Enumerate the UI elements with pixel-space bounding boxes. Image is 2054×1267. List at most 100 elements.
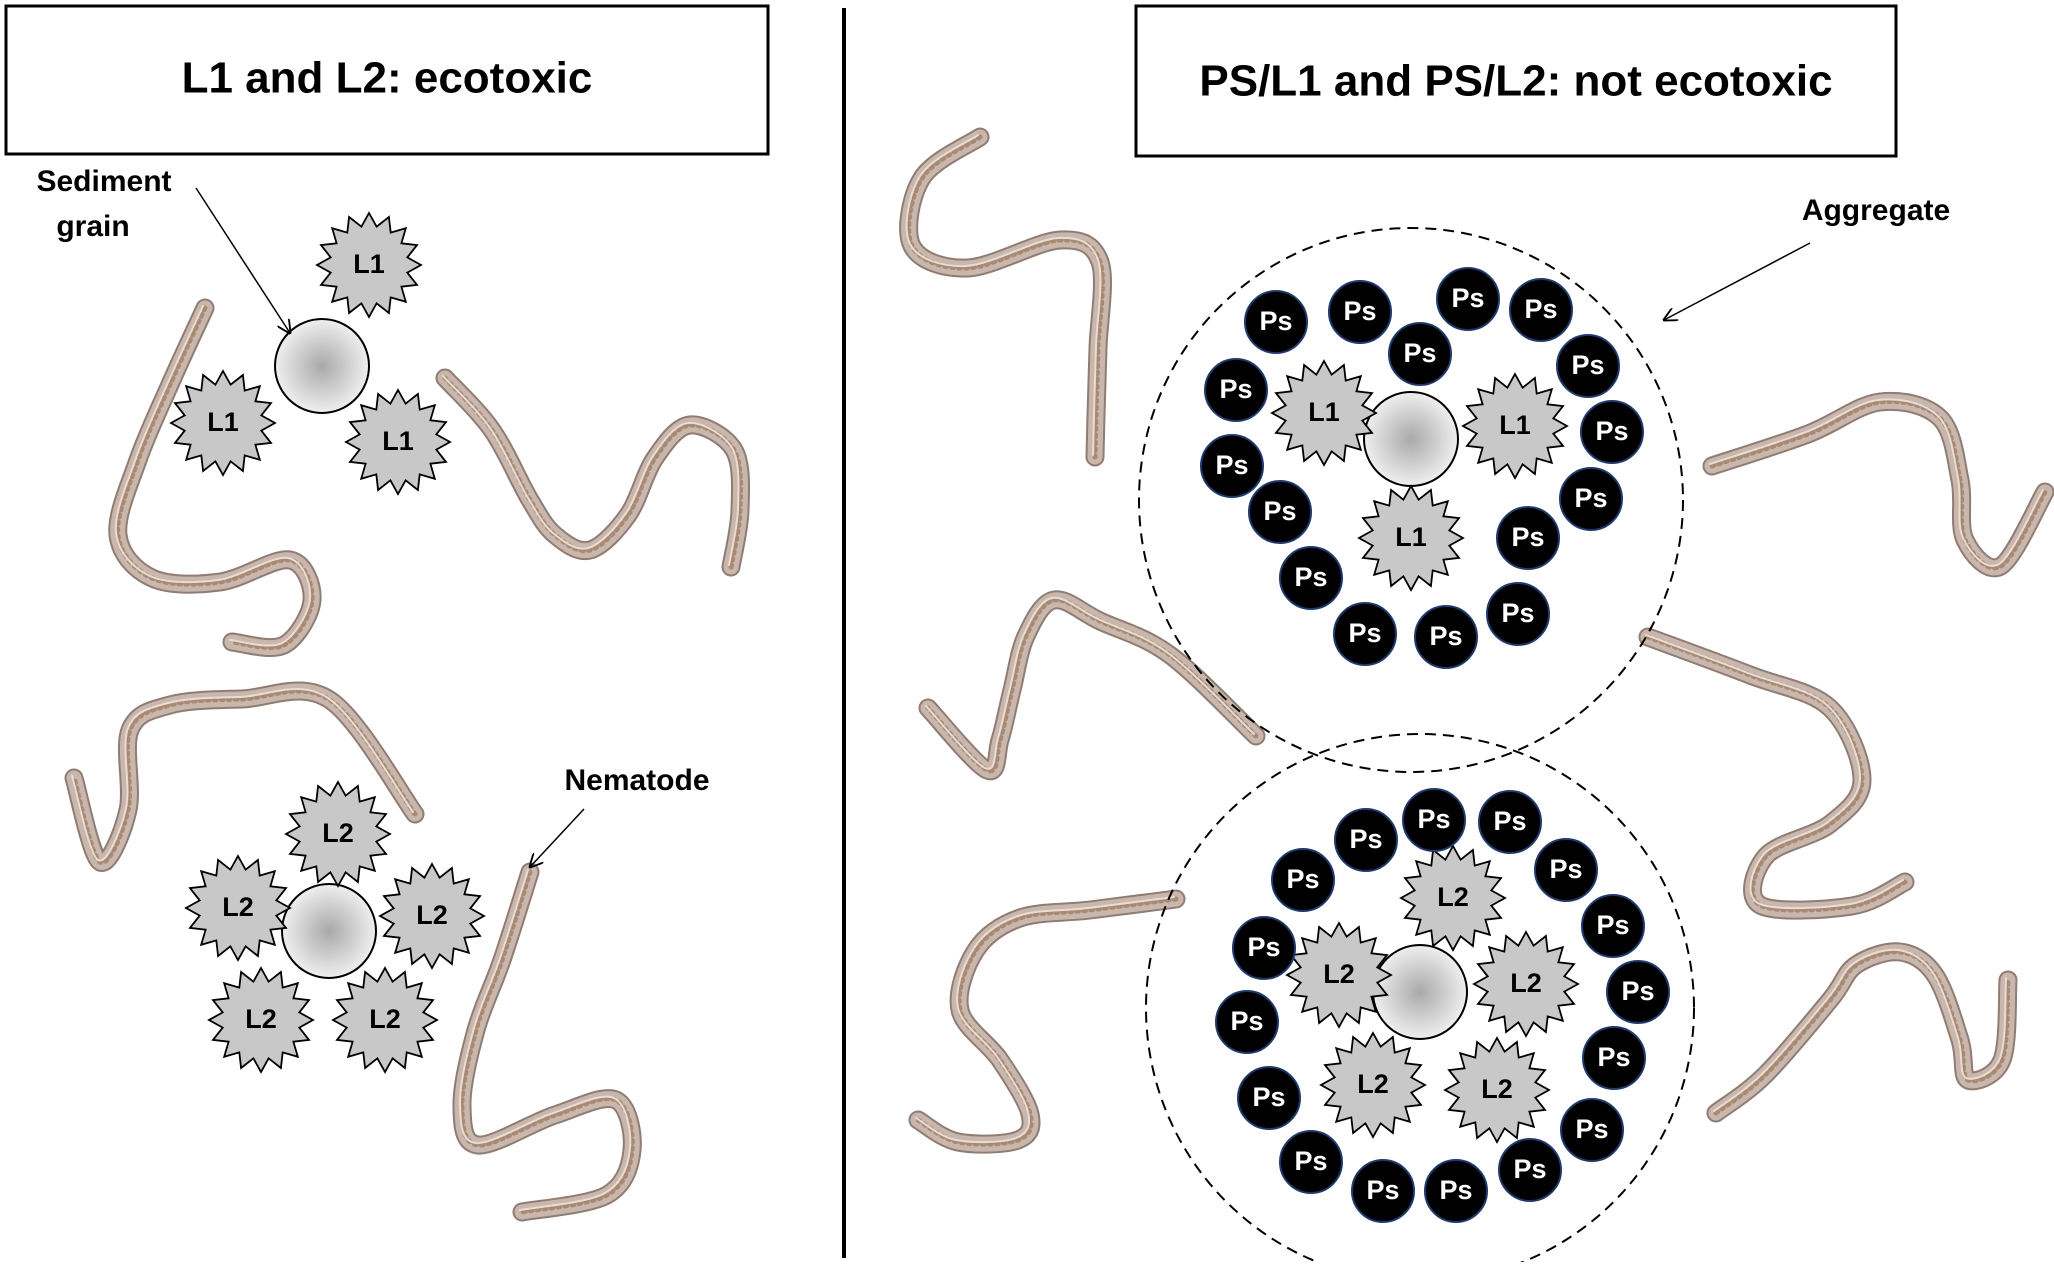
- ps-particle-icon: Ps: [1204, 358, 1268, 422]
- ligand-star-icon: L1: [1270, 359, 1378, 467]
- ligand-label: L2: [416, 900, 448, 930]
- ps-label: Ps: [1259, 306, 1292, 336]
- ps-particle-icon: Ps: [1436, 267, 1500, 331]
- ps-label: Ps: [1230, 1006, 1263, 1036]
- right-panel-title: PS/L1 and PS/L2: not ecotoxic: [1199, 57, 1832, 106]
- ps-label: Ps: [1596, 910, 1629, 940]
- ligand-star-icon: L1: [1357, 484, 1465, 592]
- ps-particle-icon: Ps: [1402, 788, 1466, 852]
- ps-particle-icon: Ps: [1237, 1066, 1301, 1130]
- ligand-star-icon: L1: [344, 388, 452, 496]
- ps-label: Ps: [1574, 483, 1607, 513]
- ps-label: Ps: [1571, 350, 1604, 380]
- left-title-box: [4, 4, 770, 156]
- ligand-label: L2: [1323, 959, 1355, 989]
- ps-particle-icon: Ps: [1424, 1159, 1488, 1223]
- ps-label: Ps: [1252, 1082, 1285, 1112]
- ps-label: Ps: [1439, 1175, 1472, 1205]
- ps-label: Ps: [1366, 1175, 1399, 1205]
- nematode-icon: [108, 298, 322, 658]
- ps-label: Ps: [1403, 338, 1436, 368]
- ps-label: Ps: [1513, 1154, 1546, 1184]
- ligand-label: L2: [1357, 1069, 1389, 1099]
- ps-particle-icon: Ps: [1334, 808, 1398, 872]
- ps-label: Ps: [1597, 1042, 1630, 1072]
- ps-particle-icon: Ps: [1388, 322, 1452, 386]
- ligand-star-icon: L2: [1399, 844, 1507, 952]
- aggregate-arrow: [1664, 242, 1811, 320]
- nematode-icon: [64, 681, 425, 872]
- ps-particle-icon: Ps: [1496, 506, 1560, 570]
- ps-particle-icon: Ps: [1509, 278, 1573, 342]
- ps-label: Ps: [1524, 294, 1557, 324]
- ps-label: Ps: [1348, 618, 1381, 648]
- aggregate-l1-boundary: [1138, 227, 1684, 773]
- ps-label: Ps: [1501, 598, 1534, 628]
- ps-label: Ps: [1417, 804, 1450, 834]
- ligand-label: L1: [382, 426, 414, 456]
- sediment-grain-icon: [1372, 944, 1468, 1040]
- ps-particle-icon: Ps: [1271, 848, 1335, 912]
- sediment-grain-icon: [281, 883, 377, 979]
- ps-label: Ps: [1219, 374, 1252, 404]
- nematodes-layer: [64, 127, 2054, 1222]
- ps-particle-icon: Ps: [1215, 990, 1279, 1054]
- ps-label: Ps: [1621, 976, 1654, 1006]
- ps-particle-icon: Ps: [1279, 546, 1343, 610]
- sediment-grain-icon: [274, 318, 370, 414]
- ligand-label: L2: [1437, 882, 1469, 912]
- nematode-icon: [1638, 627, 1915, 920]
- ligand-star-icon: L2: [1472, 930, 1580, 1038]
- ligand-label: L1: [353, 249, 385, 279]
- nematode-icon: [452, 862, 642, 1222]
- ps-particle-icon: Ps: [1560, 1098, 1624, 1162]
- ps-particle-icon: Ps: [1478, 790, 1542, 854]
- ligand-star-icon: L2: [207, 966, 315, 1074]
- nematode-label: Nematode: [564, 764, 709, 797]
- nematode-icon: [435, 368, 751, 577]
- ps-particle-icon: Ps: [1351, 1159, 1415, 1223]
- ligand-label: L1: [1499, 410, 1531, 440]
- ligand-star-icon: L1: [1461, 372, 1569, 480]
- ps-label: Ps: [1263, 496, 1296, 526]
- ligand-label: L2: [369, 1004, 401, 1034]
- ps-particle-icon: Ps: [1200, 434, 1264, 498]
- ligand-star-icon: L2: [331, 966, 439, 1074]
- sediment-grain-label-line1: Sediment: [36, 165, 171, 198]
- aggregate-l2-boundary: [1145, 733, 1695, 1267]
- nematode-icon: [1706, 942, 2018, 1123]
- ps-particle-icon: Ps: [1534, 838, 1598, 902]
- ps-particle-icon: Ps: [1582, 1026, 1646, 1090]
- ligand-label: L2: [1481, 1074, 1513, 1104]
- ps-particle-icon: Ps: [1333, 602, 1397, 666]
- ps-label: Ps: [1349, 824, 1382, 854]
- nematode-icon: [918, 590, 1266, 781]
- ligand-star-icon: L2: [284, 780, 392, 888]
- ps-particle-icon: Ps: [1581, 894, 1645, 958]
- ligand-star-icon: L2: [378, 862, 486, 970]
- sediment-grain-arrow: [195, 187, 290, 333]
- nematode-icon: [908, 889, 1186, 1154]
- ligand-label: L2: [322, 818, 354, 848]
- ligand-star-icon: L1: [169, 369, 277, 477]
- nematode-arrow: [530, 808, 585, 867]
- ps-label: Ps: [1247, 932, 1280, 962]
- ps-particle-icon: Ps: [1232, 916, 1296, 980]
- aggregate-label: Aggregate: [1802, 194, 1950, 227]
- ligand-label: L2: [222, 892, 254, 922]
- left-panel-title: L1 and L2: ecotoxic: [182, 54, 593, 103]
- ps-label: Ps: [1595, 416, 1628, 446]
- ps-particle-icon: Ps: [1414, 605, 1478, 669]
- ligand-label: L2: [1510, 968, 1542, 998]
- sediment-grain-label-line2: grain: [56, 210, 129, 243]
- ligand-star-icon: L1: [315, 211, 423, 319]
- ligand-star-icon: L2: [1285, 921, 1393, 1029]
- nematode-icon: [899, 127, 1112, 467]
- ps-label: Ps: [1451, 283, 1484, 313]
- ps-particle-icon: Ps: [1279, 1130, 1343, 1194]
- ligand-label: L1: [207, 407, 239, 437]
- ps-label: Ps: [1343, 296, 1376, 326]
